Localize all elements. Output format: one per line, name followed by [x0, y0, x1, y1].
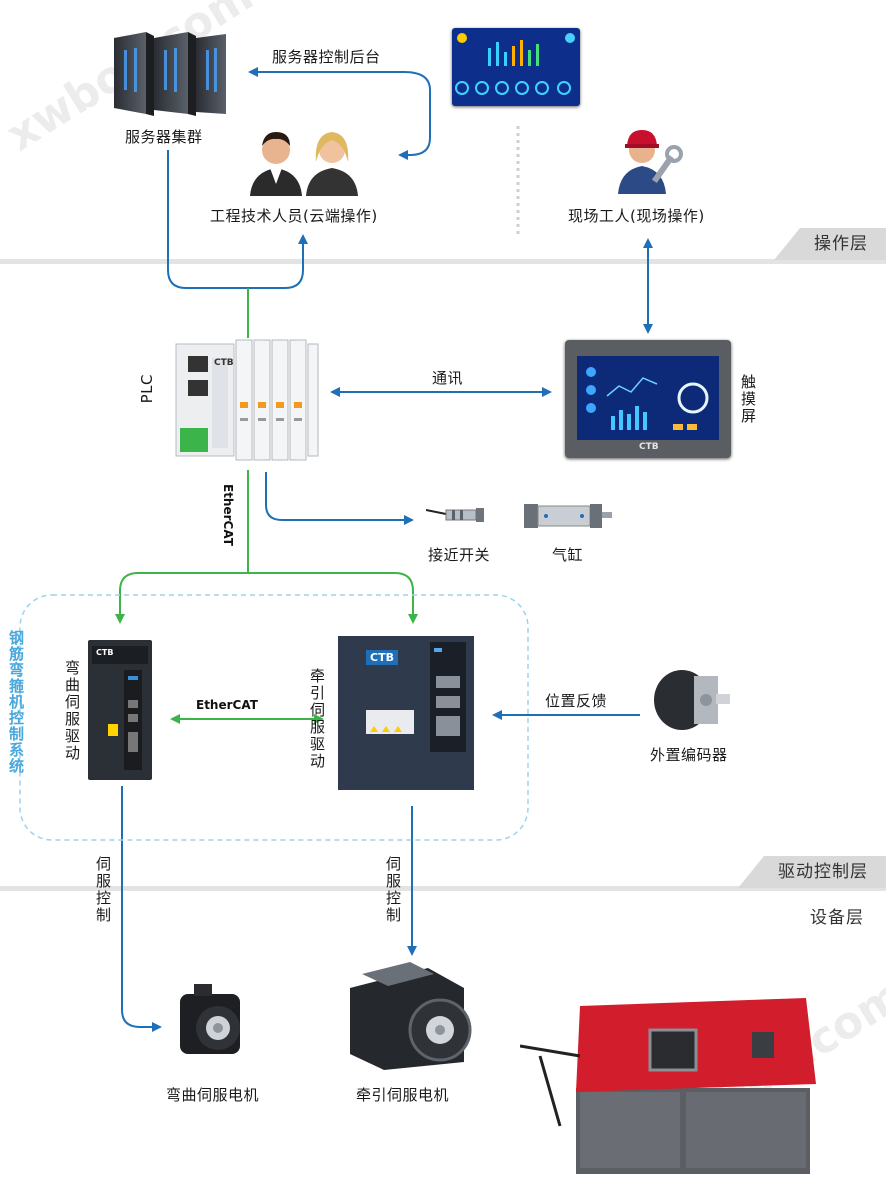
touchscreen-ui-icon	[586, 367, 709, 430]
plc-device: CTB	[174, 338, 320, 464]
traction-motor-label: 牵引伺服电机	[356, 1086, 450, 1104]
operation-layer-line	[0, 259, 886, 264]
bend-drive-label: 弯曲伺服驱动	[63, 660, 81, 762]
traction-drive-brand: CTB	[366, 650, 398, 665]
plc-sensor-wire	[265, 472, 414, 525]
cylinder-image	[522, 496, 614, 536]
worker-wrench-icon	[618, 130, 683, 194]
machine-icon	[519, 998, 816, 1174]
drive-layer-tab: 驱动控制层	[738, 856, 886, 888]
server-to-engineers-wire	[167, 150, 308, 289]
traction-motor-image	[344, 958, 474, 1072]
touchscreen-display	[577, 356, 719, 440]
system-title: 钢筋弯箍机控制系统	[7, 630, 25, 774]
servo-control-right-label: 伺服控制	[384, 856, 402, 924]
comm-label: 通讯	[432, 369, 464, 387]
dashboard-chart-icon	[455, 33, 575, 95]
large-drive-icon	[338, 636, 474, 790]
people-icon	[250, 132, 358, 196]
encoder-image	[650, 666, 732, 734]
ethercat-to-traction	[248, 572, 418, 624]
engineers-image	[248, 124, 360, 196]
cylinder-label: 气缸	[552, 546, 584, 564]
servo-drive-icon	[92, 646, 148, 770]
touchscreen-device: CTB	[565, 340, 731, 458]
servo-control-left-label: 伺服控制	[94, 856, 112, 924]
backend-wire	[398, 71, 431, 160]
drive-layer-line	[0, 886, 886, 891]
ethercat-vertical-label: EtherCAT	[221, 484, 235, 546]
server-backend-label: 服务器控制后台	[272, 48, 381, 66]
engineers-label: 工程技术人员(云端操作)	[210, 207, 378, 225]
device-layer-label: 设备层	[810, 908, 864, 928]
ethercat-to-bend	[115, 572, 248, 624]
ethercat-horizontal-label: EtherCAT	[196, 698, 258, 712]
field-worker-image	[616, 124, 684, 194]
position-feedback-label: 位置反馈	[545, 692, 608, 710]
bend-motor-label: 弯曲伺服电机	[166, 1086, 260, 1104]
large-motor-icon	[350, 962, 472, 1070]
bend-motor-image	[174, 982, 254, 1062]
servo-motor-icon	[180, 984, 240, 1054]
bend-drive-device: CTB	[88, 640, 152, 780]
bend-servo-wire	[121, 786, 162, 1032]
server-rack-icon	[114, 32, 226, 116]
proximity-sensor-icon	[425, 508, 484, 522]
server-cluster-label: 服务器集群	[125, 128, 203, 146]
field-worker-label: 现场工人(现场操作)	[568, 207, 705, 225]
plc-brand: CTB	[214, 358, 234, 368]
proximity-switch-image	[425, 502, 486, 530]
plc-label: PLC	[138, 374, 156, 404]
touchscreen-brand: CTB	[639, 442, 659, 452]
plc-module-icon	[175, 339, 319, 461]
rebar-machine-image	[519, 996, 820, 1174]
encoder-icon	[654, 670, 730, 730]
touchscreen-label: 触摸屏	[739, 374, 757, 425]
pneumatic-cylinder-icon	[524, 504, 612, 528]
server-cluster-image	[110, 30, 232, 118]
dashboard-screen	[452, 28, 580, 106]
proximity-switch-label: 接近开关	[428, 546, 491, 564]
traction-drive-device: CTB	[338, 636, 474, 790]
traction-drive-label: 牵引伺服驱动	[308, 668, 326, 770]
external-encoder-label: 外置编码器	[650, 746, 728, 764]
system-dashed-box	[19, 594, 529, 841]
bend-drive-brand: CTB	[96, 648, 114, 657]
